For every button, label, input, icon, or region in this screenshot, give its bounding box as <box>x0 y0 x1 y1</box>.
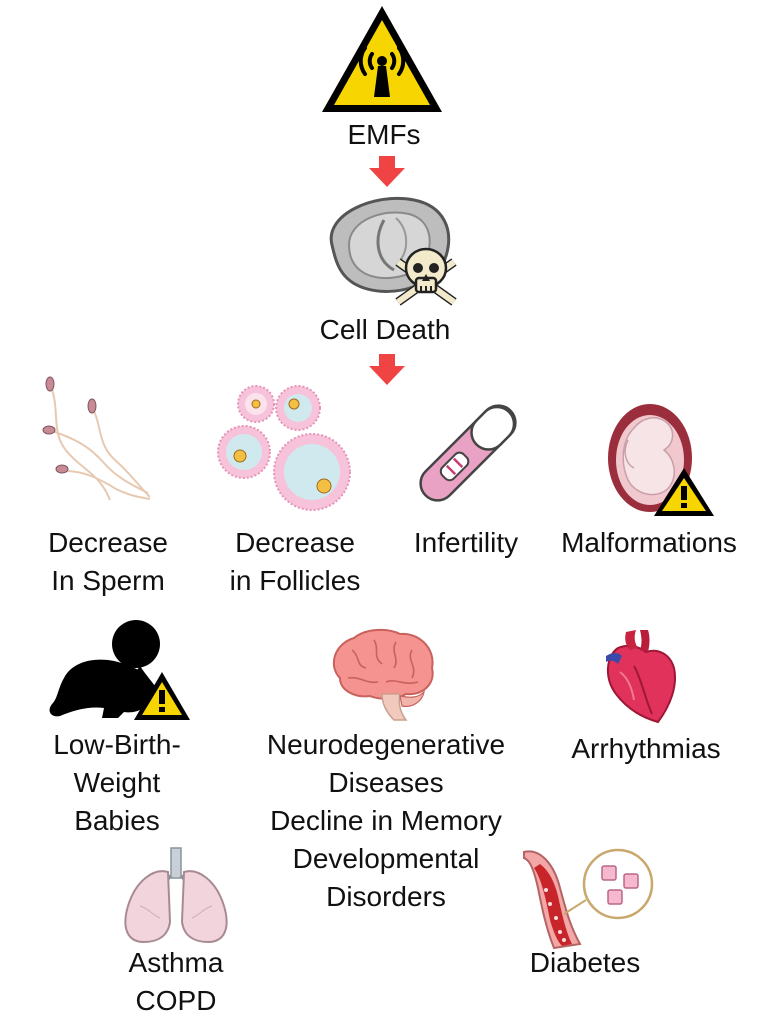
sperm-label: Decrease In Sperm <box>48 527 168 596</box>
source-label: EMFs <box>347 119 421 150</box>
brain-icon <box>332 628 434 721</box>
diabetes-label: Diabetes <box>529 947 641 978</box>
pregnancy-test-icon <box>419 404 517 502</box>
cell-death-label: Cell Death <box>319 314 451 345</box>
malformations-label: Malformations <box>561 527 737 558</box>
infertility-label: Infertility <box>413 527 519 558</box>
fetus-warning-icon <box>608 404 714 516</box>
arrhythmias-label: Arrhythmias <box>571 733 721 764</box>
baby-warning-icon <box>49 620 190 720</box>
lungs-icon <box>124 847 228 944</box>
radiation-warning-icon <box>322 6 442 112</box>
follicles-icon <box>217 385 351 511</box>
low-birth-weight-label: Low-Birth- Weight Babies <box>53 729 181 836</box>
sperm-icon <box>42 376 151 501</box>
arrow-down-icon <box>369 156 405 187</box>
cell-with-skull-icon <box>329 196 457 306</box>
blood-vessel-glucose-icon <box>523 848 654 950</box>
neuro-label: Neurodegenerative Diseases Decline in Me… <box>266 729 506 912</box>
follicles-label: Decrease in Follicles <box>229 527 361 596</box>
heart-icon <box>606 630 676 724</box>
asthma-label: Asthma COPD <box>128 947 224 1016</box>
arrow-down-icon <box>369 354 405 385</box>
